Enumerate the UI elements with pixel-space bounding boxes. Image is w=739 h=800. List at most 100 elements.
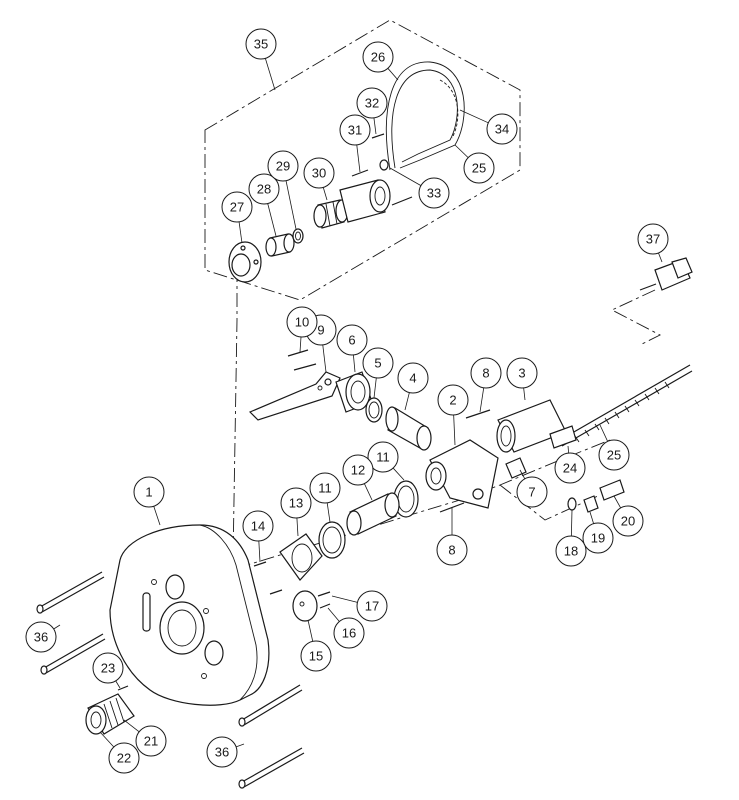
callout-20: 20: [612, 505, 644, 537]
part-5-ring: [365, 397, 383, 423]
part-11-oring: [318, 521, 346, 559]
part-3-cylinder: [496, 399, 567, 453]
leader-line: [123, 719, 140, 733]
callout-circle: [339, 114, 371, 146]
callout-label: 25: [472, 161, 486, 176]
callout-32: 32: [356, 87, 388, 119]
callout-label: 8: [482, 366, 489, 381]
part-13-plate: [279, 533, 323, 581]
leader-line: [296, 517, 299, 537]
callout-label: 35: [254, 37, 268, 52]
callout-circle: [336, 324, 368, 356]
leader-line: [567, 445, 570, 454]
callout-28: 28: [248, 173, 280, 205]
callout-34: 34: [486, 113, 518, 145]
callout-3: 3: [506, 357, 538, 389]
callout-circle: [245, 28, 277, 60]
assembly-centerline: [232, 268, 238, 561]
leader-line: [264, 58, 276, 91]
leader-line: [373, 117, 377, 135]
leader-line: [238, 221, 243, 244]
callout-label: 12: [351, 463, 365, 478]
callout-label: 36: [215, 745, 229, 760]
callout-label: 33: [427, 186, 441, 201]
part-36-bolt: [238, 684, 303, 727]
leader-line: [453, 414, 456, 446]
part-2-valve-body: [425, 439, 499, 509]
callout-33: 33: [418, 177, 450, 209]
callout-circle: [280, 487, 312, 519]
leader-line: [392, 467, 405, 481]
callout-label: 28: [257, 182, 271, 197]
leader-line: [658, 252, 663, 263]
callout-16: 16: [333, 617, 365, 649]
callout-circle: [286, 306, 318, 338]
part-19-spring: [583, 495, 599, 513]
callout-25: 25: [463, 152, 495, 184]
part-18-washer: [567, 497, 577, 511]
callout-circle: [362, 41, 394, 73]
callout-circle: [25, 621, 57, 653]
part-36-bolt: [36, 571, 105, 614]
callout-label: 8: [448, 543, 455, 558]
callout-1: 1: [133, 476, 165, 508]
part-37-fitting: [639, 257, 693, 291]
part-9-lever: [248, 371, 341, 421]
callout-30: 30: [303, 157, 335, 189]
callout-circle: [555, 535, 587, 567]
leader-line: [599, 424, 609, 442]
callout-circle: [436, 534, 468, 566]
callout-circle: [612, 505, 644, 537]
callout-24: 24: [554, 452, 586, 484]
part-27-flange: [228, 241, 262, 283]
callout-36: 36: [206, 736, 238, 768]
callout-label: 1: [145, 485, 152, 500]
callout-19: 19: [582, 522, 614, 554]
callout-11: 11: [367, 441, 399, 473]
callout-circle: [342, 454, 374, 486]
callout-label: 6: [348, 333, 355, 348]
callout-31: 31: [339, 114, 371, 146]
callout-circle: [367, 441, 399, 473]
callout-label: 16: [342, 626, 356, 641]
callout-label: 18: [564, 544, 578, 559]
leader-line: [404, 392, 410, 411]
callout-18: 18: [555, 535, 587, 567]
callout-label: 26: [371, 50, 385, 65]
callout-circle: [437, 384, 469, 416]
part-36-bolt: [40, 633, 106, 675]
part-29-ring: [292, 228, 304, 244]
part-30-rotor: [313, 199, 349, 229]
callout-8: 8: [470, 357, 502, 389]
callout-14: 14: [242, 510, 274, 542]
callout-7: 7: [516, 476, 548, 508]
callout-37: 37: [637, 223, 669, 255]
assembly-centerline-37: [610, 289, 661, 346]
leader-line: [373, 377, 377, 399]
callout-11: 11: [309, 472, 341, 504]
part-14-screw: [269, 589, 283, 595]
part-15-disc: [292, 590, 318, 622]
callout-label: 30: [312, 166, 326, 181]
part-10-screw: [287, 349, 309, 357]
part-7-fitting: [505, 457, 527, 479]
leader-line: [387, 68, 399, 81]
callout-label: 15: [309, 649, 323, 664]
part-6-nut: [335, 371, 373, 413]
callout-12: 12: [342, 454, 374, 486]
leader-line: [322, 187, 328, 201]
callout-6: 6: [336, 324, 368, 356]
callout-label: 7: [528, 485, 535, 500]
callout-circle: [309, 472, 341, 504]
part-10-screw: [293, 363, 317, 371]
part-28-bushing: [265, 233, 295, 257]
callout-circle: [303, 157, 335, 189]
callout-circle: [356, 590, 388, 622]
callout-label: 2: [449, 393, 456, 408]
part-34-cable: [385, 61, 465, 171]
callout-circle: [486, 113, 518, 145]
callout-circle: [506, 357, 538, 389]
leader-line: [327, 607, 340, 622]
leader-line: [353, 354, 356, 373]
leader-line: [459, 109, 489, 124]
